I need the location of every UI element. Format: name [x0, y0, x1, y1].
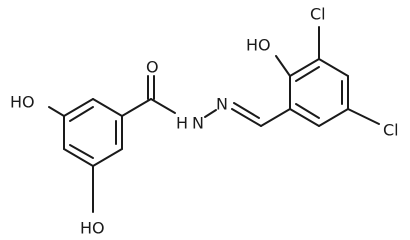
- carbonyl-oxygen-label: O: [146, 58, 159, 77]
- bond-c-cl-right: [347, 108, 380, 125]
- amide-nitrogen-label: N: [192, 114, 204, 133]
- chlorine-label-top: Cl: [310, 5, 326, 24]
- bond-c-oh-top: [48, 106, 65, 117]
- imine-nitrogen-label: N: [216, 95, 228, 114]
- hydroxyl-label-bottom: HO: [80, 219, 105, 238]
- bond-ch-ring: [260, 108, 291, 127]
- hydroxyl-label-top: HO: [10, 93, 35, 112]
- phenol-hydroxyl-label: HO: [246, 36, 271, 55]
- bond-carbonyl-nh: [150, 98, 176, 114]
- bond-n-ch: [231, 108, 262, 127]
- resorcinol-ring: [63, 98, 123, 167]
- bond-n-n: [204, 109, 217, 118]
- chlorine-label-right: Cl: [383, 121, 399, 140]
- bond-n-ch-double: [233, 102, 260, 119]
- bond-ring-carbonyl: [121, 98, 152, 117]
- amide-hydrogen-label: H: [176, 114, 188, 133]
- bond-c-oh-phenol: [275, 55, 291, 77]
- dichlorophenol-ring: [289, 58, 349, 127]
